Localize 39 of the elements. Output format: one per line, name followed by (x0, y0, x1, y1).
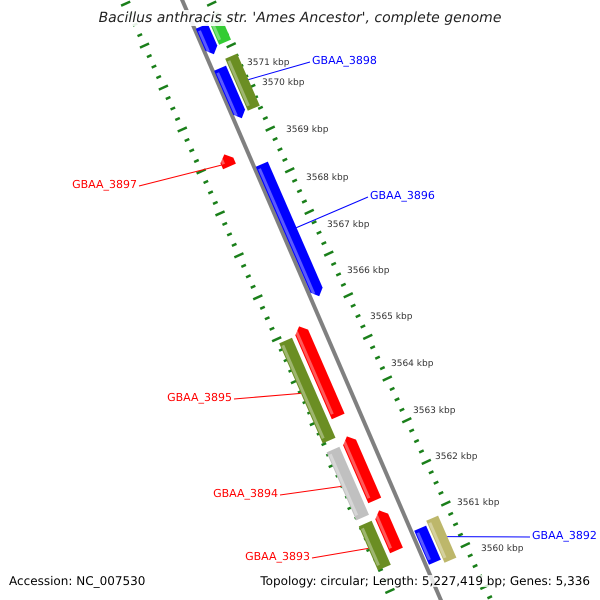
leader-line (138, 164, 222, 186)
scale-tick-label: 3561 kbp (457, 499, 500, 508)
gene-label: GBAA_3897 (72, 179, 137, 190)
scale-tick-label: 3564 kbp (391, 360, 434, 369)
gene-bar (326, 446, 369, 520)
gene-bar (374, 510, 403, 554)
accession-text: Accession: NC_007530 (9, 575, 146, 587)
scale-tick-label: 3566 kbp (347, 267, 390, 276)
leader-line (446, 536, 530, 538)
scale-tick-label: 3563 kbp (413, 407, 456, 416)
gene-bar (220, 154, 236, 170)
scale-tick-label: 3570 kbp (262, 79, 304, 88)
scale-tick-label: 3560 kbp (481, 545, 524, 554)
gene-bar (342, 436, 382, 504)
gene-bar (196, 24, 218, 54)
gene-bar (294, 326, 345, 420)
leader-line (312, 548, 369, 558)
gene-label: GBAA_3896 (370, 190, 435, 201)
gene-bar (214, 66, 246, 118)
gene-label: GBAA_3895 (167, 392, 232, 403)
gene-bar (279, 338, 336, 444)
gene-bar (358, 520, 391, 570)
gene-label: GBAA_3898 (312, 55, 377, 66)
scale-tick-label: 3565 kbp (370, 313, 412, 322)
scale-tick-label: 3562 kbp (435, 453, 478, 462)
leader-line (296, 196, 368, 228)
leader-line (280, 486, 342, 496)
gene-label: GBAA_3894 (213, 488, 278, 499)
gene-bar (426, 516, 456, 563)
gene-label: GBAA_3892 (532, 530, 597, 541)
genome-info-text: Topology: circular; Length: 5,227,419 bp; Genes: 5,336 (260, 575, 590, 587)
scale-tick-label: 3568 kbp (306, 174, 348, 183)
gene-label: GBAA_3893 (245, 551, 310, 562)
gene-bar (414, 526, 441, 565)
scale-tick-label: 3569 kbp (286, 126, 328, 135)
scale-tick-label: 3571 kbp (247, 59, 290, 68)
scale-tick-label: 3567 kbp (327, 221, 370, 230)
leader-line (248, 62, 310, 80)
leader-line (234, 392, 302, 400)
